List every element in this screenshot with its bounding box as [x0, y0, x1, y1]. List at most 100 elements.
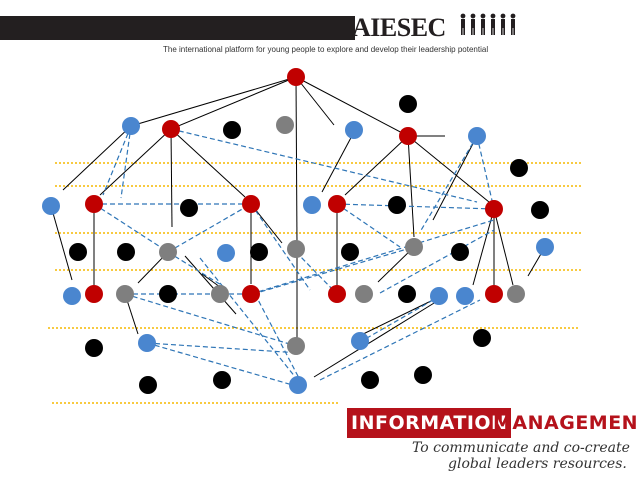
node-red [485, 200, 503, 218]
banner-title-management: MANAGEMENT [493, 412, 638, 434]
link [252, 246, 415, 295]
node-red [85, 195, 103, 213]
node-red [242, 195, 260, 213]
node-blue [468, 127, 486, 145]
node-gray [405, 238, 423, 256]
link [344, 135, 409, 196]
node-red [485, 285, 503, 303]
node-black [250, 243, 268, 261]
node-black [451, 243, 469, 261]
link [493, 208, 514, 286]
link [146, 342, 301, 354]
node-black [414, 366, 432, 384]
node-black [399, 95, 417, 113]
slogan-line-2: global leaders resources. [448, 456, 627, 472]
banner-title-information: INFORMATION [347, 408, 512, 438]
link [419, 135, 478, 233]
link [313, 299, 440, 378]
link [120, 125, 132, 199]
node-blue [303, 196, 321, 214]
link [321, 131, 355, 193]
link [130, 76, 297, 127]
link [407, 135, 415, 238]
logo-background [355, 16, 515, 40]
node-gray [287, 337, 305, 355]
link [62, 125, 132, 191]
link [295, 76, 409, 137]
link [167, 251, 227, 289]
node-blue [138, 334, 156, 352]
node-gray [507, 285, 525, 303]
node-blue [122, 117, 140, 135]
link [201, 273, 221, 288]
node-black [85, 339, 103, 357]
link [319, 299, 481, 381]
node-gray [355, 285, 373, 303]
node-blue [217, 244, 235, 262]
node-black [388, 196, 406, 214]
node-black [69, 243, 87, 261]
link [250, 219, 495, 295]
node-blue [345, 121, 363, 139]
node-blue [42, 197, 60, 215]
node-red [287, 68, 305, 86]
node-red [242, 285, 260, 303]
node-gray [116, 285, 134, 303]
node-gray [211, 285, 229, 303]
gray-nodes [116, 116, 525, 355]
link [379, 229, 495, 294]
node-blue [456, 287, 474, 305]
node-red [328, 195, 346, 213]
link [146, 342, 297, 387]
link [170, 128, 173, 228]
link [295, 251, 338, 295]
tagline: The international platform for young peo… [163, 45, 489, 54]
node-black [510, 159, 528, 177]
node-black [531, 201, 549, 219]
node-black [180, 199, 198, 217]
link [476, 135, 495, 210]
link [336, 203, 401, 248]
node-black [213, 371, 231, 389]
node-black [341, 243, 359, 261]
red-nodes [85, 68, 503, 303]
link [167, 203, 252, 253]
node-red [399, 127, 417, 145]
link [102, 125, 132, 196]
link [295, 76, 335, 126]
link [170, 128, 246, 198]
node-gray [287, 240, 305, 258]
node-blue [351, 332, 369, 350]
link [359, 295, 441, 343]
slogan-line-1: To communicate and co-create [412, 440, 630, 456]
node-black [159, 285, 177, 303]
link [407, 135, 490, 203]
people-silhouettes-icon [460, 13, 516, 35]
node-black [139, 376, 157, 394]
link [184, 255, 237, 315]
node-blue [63, 287, 81, 305]
link [354, 299, 434, 339]
aiesec-logo: AIESEC [352, 13, 446, 42]
node-red [85, 285, 103, 303]
node-gray [159, 243, 177, 261]
link [295, 76, 298, 246]
link [432, 135, 478, 221]
link [250, 203, 311, 291]
node-black [398, 285, 416, 303]
blue-nodes [42, 117, 554, 394]
black-nodes [69, 95, 549, 394]
link [99, 128, 172, 196]
link [199, 257, 301, 384]
link [336, 203, 495, 210]
link [254, 293, 301, 381]
node-blue [289, 376, 307, 394]
link [50, 205, 73, 281]
node-black [473, 329, 491, 347]
node-black [223, 121, 241, 139]
link [170, 128, 478, 203]
node-black [117, 243, 135, 261]
information-management-banner: INFORMATION MANAGEMENT [347, 408, 638, 438]
dashed-links [93, 125, 495, 387]
